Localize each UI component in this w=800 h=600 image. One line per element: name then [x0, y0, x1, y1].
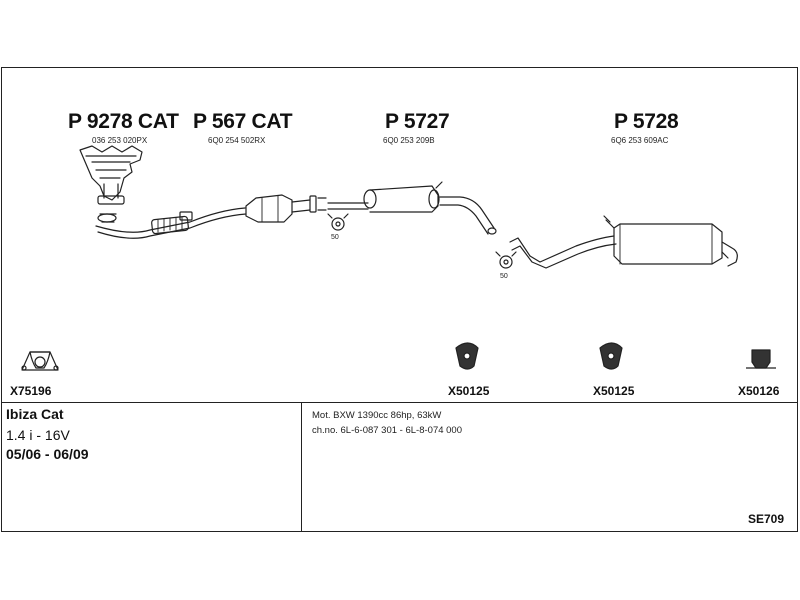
oem-number-middle-silencer: 6Q0 253 209B: [383, 136, 435, 145]
fitting-code: X50125: [448, 384, 490, 398]
fitting-code: X75196: [10, 384, 52, 398]
rubber-hanger-icon: [455, 342, 479, 370]
oem-number-catalyst: 6Q0 254 502RX: [208, 136, 266, 145]
fitting-code: X50125: [593, 384, 635, 398]
vehicle-years: 05/06 - 06/09: [6, 446, 89, 462]
rubber-hanger-icon: [599, 342, 623, 370]
divider-vertical: [301, 402, 302, 531]
fitting-code: X50126: [738, 384, 780, 398]
oem-number-rear-silencer: 6Q6 253 609AC: [611, 136, 669, 145]
part-number-middle-silencer: P 5727: [385, 110, 450, 133]
chassis-details: ch.no. 6L-6-087 301 - 6L-8-074 000: [312, 425, 462, 436]
part-number-rear-silencer: P 5728: [614, 110, 679, 133]
vehicle-engine: 1.4 i - 16V: [6, 427, 70, 443]
middle-silencer-part: [327, 181, 497, 235]
part-number-catalyst: P 567 CAT: [193, 110, 293, 133]
oem-number-manifold: 036 253 020PX: [92, 136, 148, 145]
manifold-catalyst-part: [79, 145, 143, 223]
clamp-icon: [327, 213, 349, 231]
gasket-icon: [21, 351, 59, 371]
clamp-icon: [495, 251, 517, 269]
hanger-bracket-icon: [746, 349, 776, 369]
clamp-size-label: 50: [331, 234, 339, 241]
front-pipe-catalyst-part: [95, 194, 327, 239]
part-number-manifold: P 9278 CAT: [68, 110, 179, 133]
divider-horizontal: [2, 402, 797, 403]
diagram-frame: [1, 67, 798, 532]
rear-silencer-part: [509, 215, 738, 269]
vehicle-model: Ibiza Cat: [6, 406, 64, 422]
motor-details: Mot. BXW 1390cc 86hp, 63kW: [312, 410, 442, 421]
system-code: SE709: [748, 512, 785, 526]
clamp-size-label: 50: [500, 273, 508, 280]
